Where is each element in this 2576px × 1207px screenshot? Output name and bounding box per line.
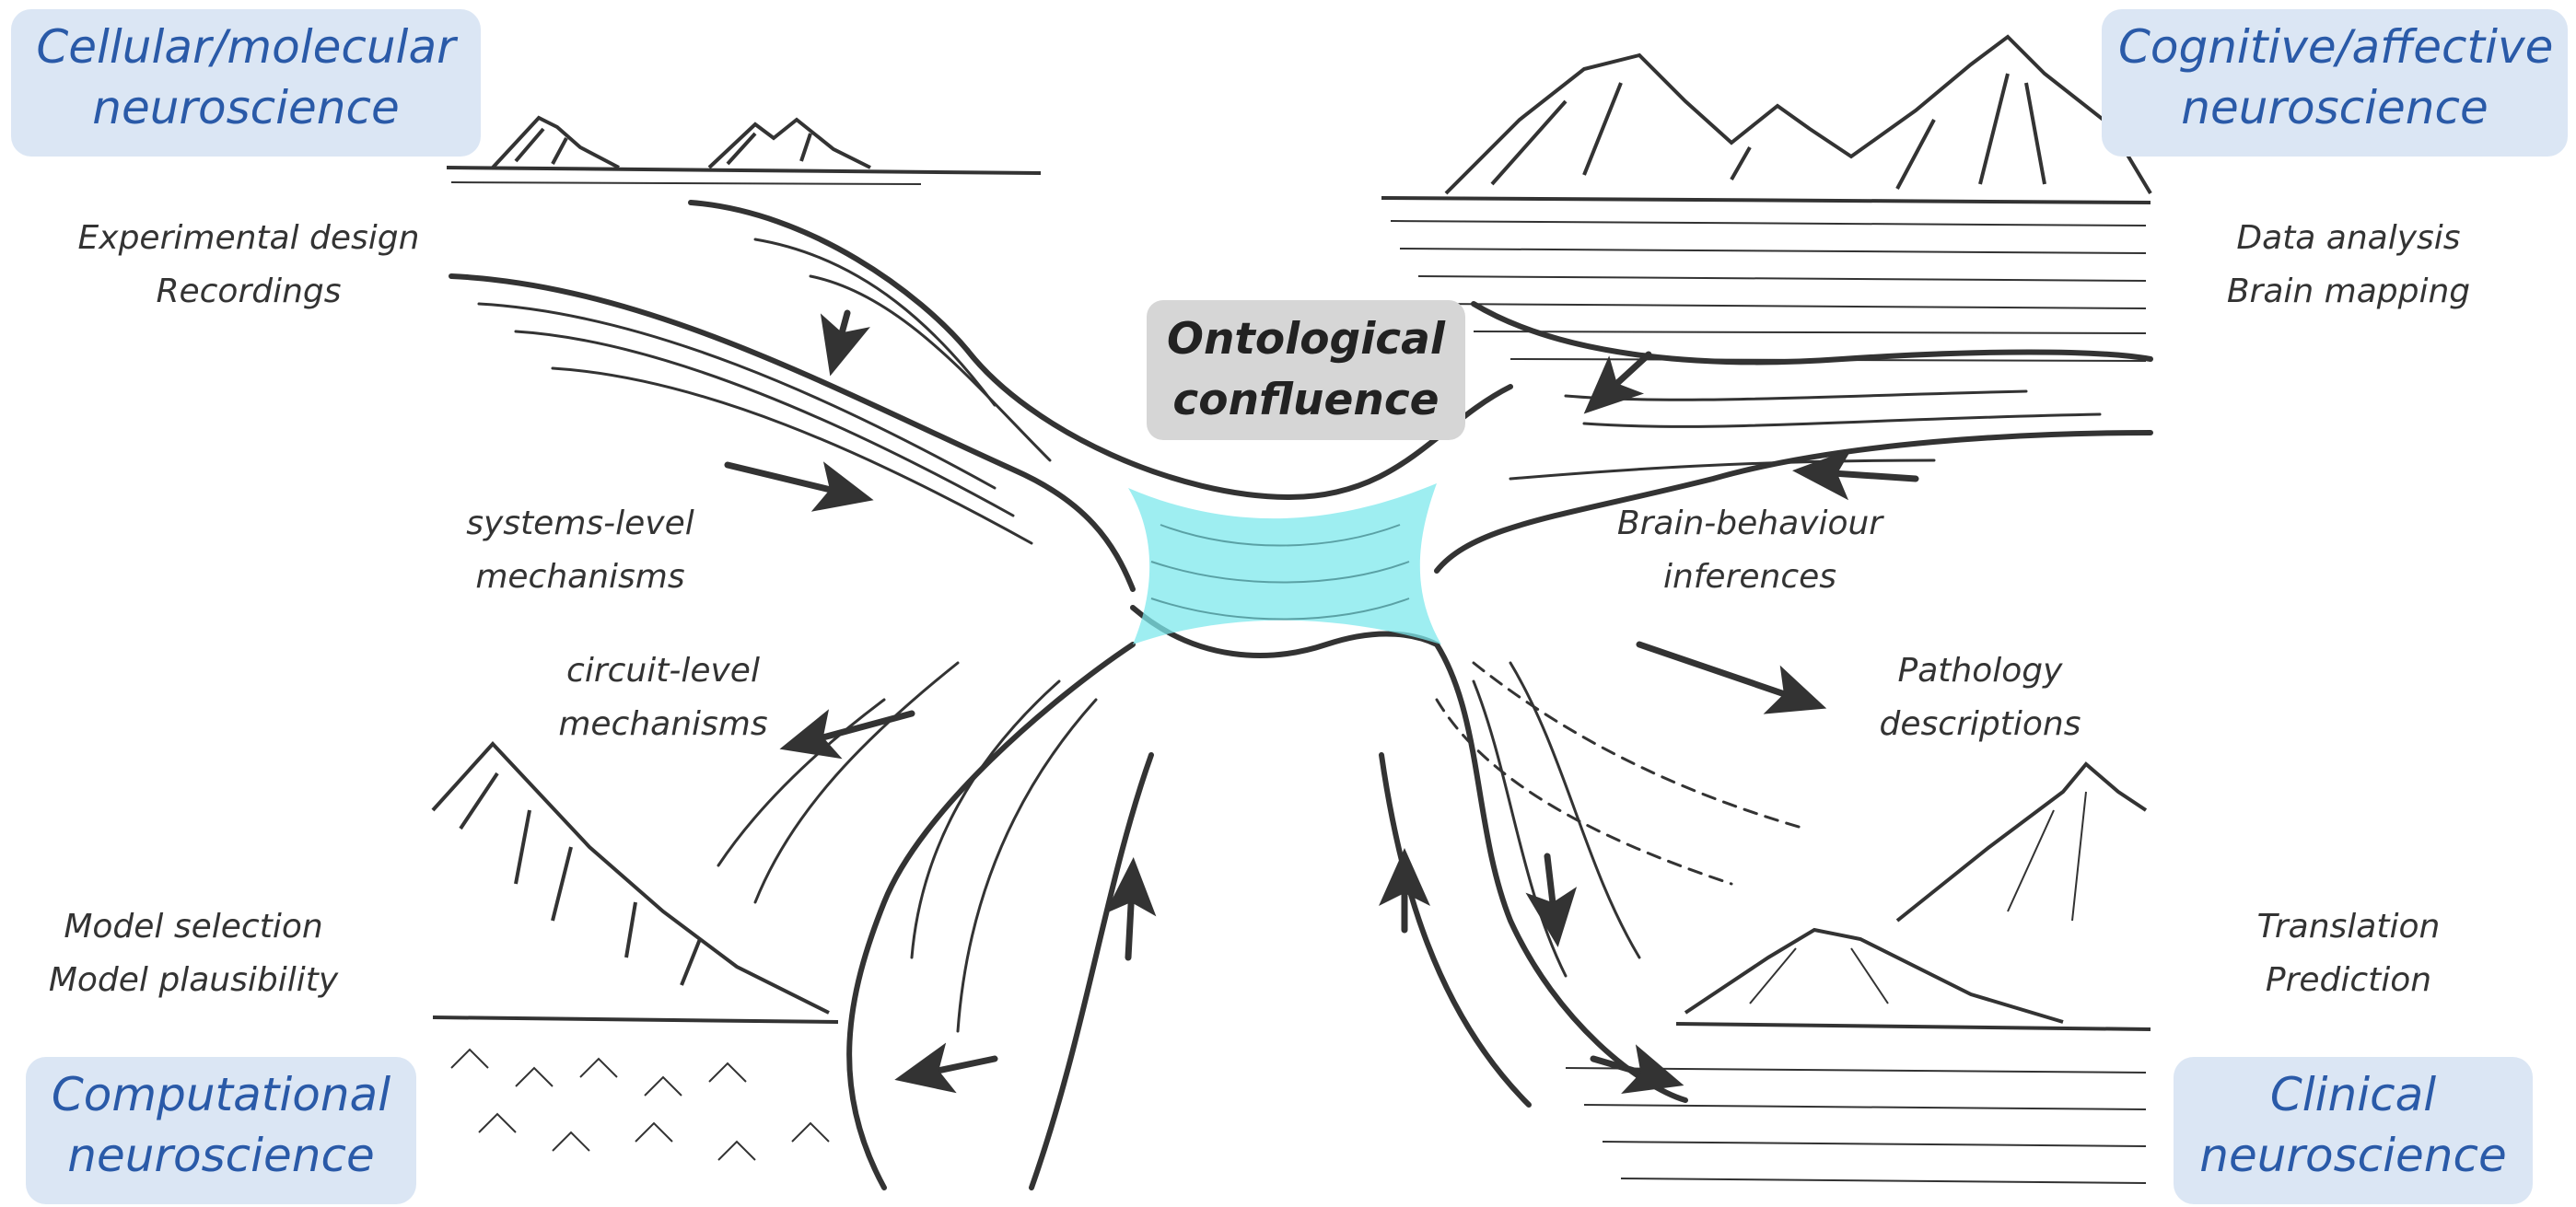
label-cognitive-line2: neuroscience <box>2118 77 2551 138</box>
confluence-line2: confluence <box>1147 370 1465 431</box>
label-computational: Computational neuroscience <box>26 1057 416 1204</box>
note-systems-level: systems-level mechanisms <box>405 497 755 604</box>
note-systems-line2: mechanisms <box>405 551 755 604</box>
note-brain-behaviour-line1: Brain-behaviour <box>1566 497 1934 551</box>
note-pathology-line2: descriptions <box>1833 698 2127 751</box>
arrow-down-right <box>1547 856 1556 934</box>
confluence-highlight <box>1128 483 1441 644</box>
note-prediction-line2: Prediction <box>2174 954 2524 1007</box>
arrow-top-right-down <box>1593 354 1649 405</box>
ontological-confluence-label: Ontological confluence <box>1147 300 1465 440</box>
note-systems-line1: systems-level <box>405 497 755 551</box>
label-clinical-line2: neuroscience <box>2190 1125 2516 1186</box>
note-circuit-line2: mechanisms <box>516 698 810 751</box>
note-circuit-level: circuit-level mechanisms <box>516 644 810 751</box>
arrow-bottom-left <box>907 1059 995 1077</box>
arrow-brain-behaviour-left <box>1805 471 1916 479</box>
top-right-mountains <box>1381 37 2151 361</box>
top-left-mountains <box>447 118 1041 184</box>
arrow-pathology-right <box>1639 644 1814 704</box>
note-brain-mapping-line2: Brain mapping <box>2146 265 2551 319</box>
label-cellular-line2: neuroscience <box>28 77 464 138</box>
label-cognitive-line1: Cognitive/affective <box>2118 17 2551 77</box>
label-clinical: Clinical neuroscience <box>2174 1057 2533 1204</box>
note-model-selection-line1: Model selection <box>0 900 387 954</box>
note-model-selection: Model selection Model plausibility <box>0 900 387 1007</box>
label-clinical-line1: Clinical <box>2190 1064 2516 1125</box>
note-data-analysis: Data analysis Brain mapping <box>2146 212 2551 319</box>
note-translation: Translation Prediction <box>2174 900 2524 1007</box>
note-data-analysis-line1: Data analysis <box>2146 212 2551 265</box>
bottom-left-mountains <box>433 744 838 1160</box>
note-experimental-design: Experimental design Recordings <box>46 212 451 319</box>
note-pathology: Pathology descriptions <box>1833 644 2127 751</box>
bottom-right-mountains <box>1566 764 2151 1183</box>
arrow-up-left <box>1128 870 1133 957</box>
confluence-line1: Ontological <box>1147 309 1465 370</box>
note-experimental-design-line1: Experimental design <box>46 212 451 265</box>
label-computational-line2: neuroscience <box>42 1125 400 1186</box>
note-translation-line1: Translation <box>2174 900 2524 954</box>
label-cognitive-affective: Cognitive/affective neuroscience <box>2102 9 2568 157</box>
label-cellular-molecular: Cellular/molecular neuroscience <box>11 9 481 157</box>
note-model-plausibility-line2: Model plausibility <box>0 954 387 1007</box>
note-brain-behaviour: Brain-behaviour inferences <box>1566 497 1934 604</box>
arrow-bottom-right <box>1593 1059 1672 1082</box>
note-recordings-line2: Recordings <box>46 265 451 319</box>
note-circuit-line1: circuit-level <box>516 644 810 698</box>
label-cellular-line1: Cellular/molecular <box>28 17 464 77</box>
arrow-top-left-down <box>833 313 847 364</box>
note-pathology-line1: Pathology <box>1833 644 2127 698</box>
note-brain-behaviour-line2: inferences <box>1566 551 1934 604</box>
label-computational-line1: Computational <box>42 1064 400 1125</box>
arrow-systems-right <box>728 465 861 497</box>
